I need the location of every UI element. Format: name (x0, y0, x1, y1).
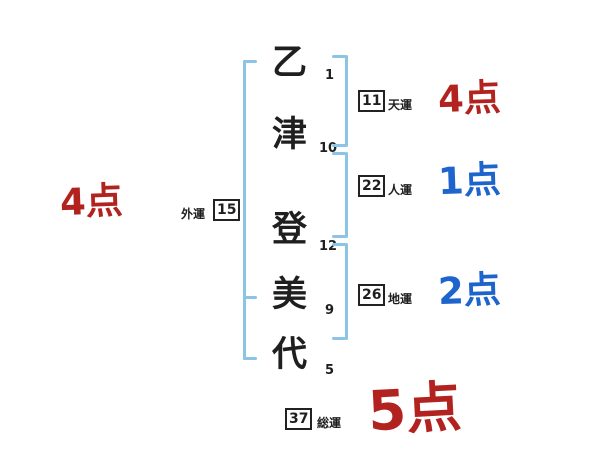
name-char: 登 (272, 210, 308, 250)
person-luck-score: 1点 (437, 157, 502, 204)
earth-luck-score: 2点 (437, 267, 502, 314)
outer-luck-label: 外運 (181, 207, 206, 221)
bracket-tick (332, 144, 346, 147)
total-luck-label: 総運 (317, 416, 342, 430)
bracket-tick (332, 243, 346, 246)
bracket-tick (332, 337, 346, 340)
total-luck-score: 5点 (366, 374, 463, 444)
earth-bracket-line (345, 243, 348, 340)
person-bracket-line (345, 152, 348, 238)
stroke-count: 5 (325, 363, 335, 378)
heaven-luck-score: 4点 (437, 75, 502, 122)
outer-luck-score: 4点 (59, 178, 124, 225)
stroke-count: 1 (325, 68, 335, 83)
outer-luck-value-box: 15 (213, 199, 241, 221)
heaven-luck-label: 天運 (388, 98, 413, 112)
name-char: 美 (272, 275, 308, 315)
person-luck-label: 人運 (388, 183, 413, 197)
name-char: 乙 (272, 43, 308, 83)
bracket-tick (243, 357, 257, 360)
stroke-count: 12 (319, 239, 338, 254)
bracket-tick (243, 296, 257, 299)
bracket-tick (332, 235, 346, 238)
earth-luck-value-box: 26 (358, 284, 386, 306)
person-luck-value-box: 22 (358, 175, 386, 197)
bracket-tick (243, 60, 257, 63)
total-luck-value-box: 37 (285, 408, 313, 430)
bracket-tick (332, 152, 346, 155)
earth-luck-label: 地運 (388, 292, 413, 306)
bracket-tick (332, 55, 346, 58)
heaven-bracket-line (345, 55, 348, 147)
outer-bracket-line (243, 60, 246, 360)
name-char: 代 (272, 335, 308, 375)
stroke-count: 9 (325, 303, 335, 318)
name-char: 津 (272, 115, 308, 155)
heaven-luck-value-box: 11 (358, 90, 386, 112)
